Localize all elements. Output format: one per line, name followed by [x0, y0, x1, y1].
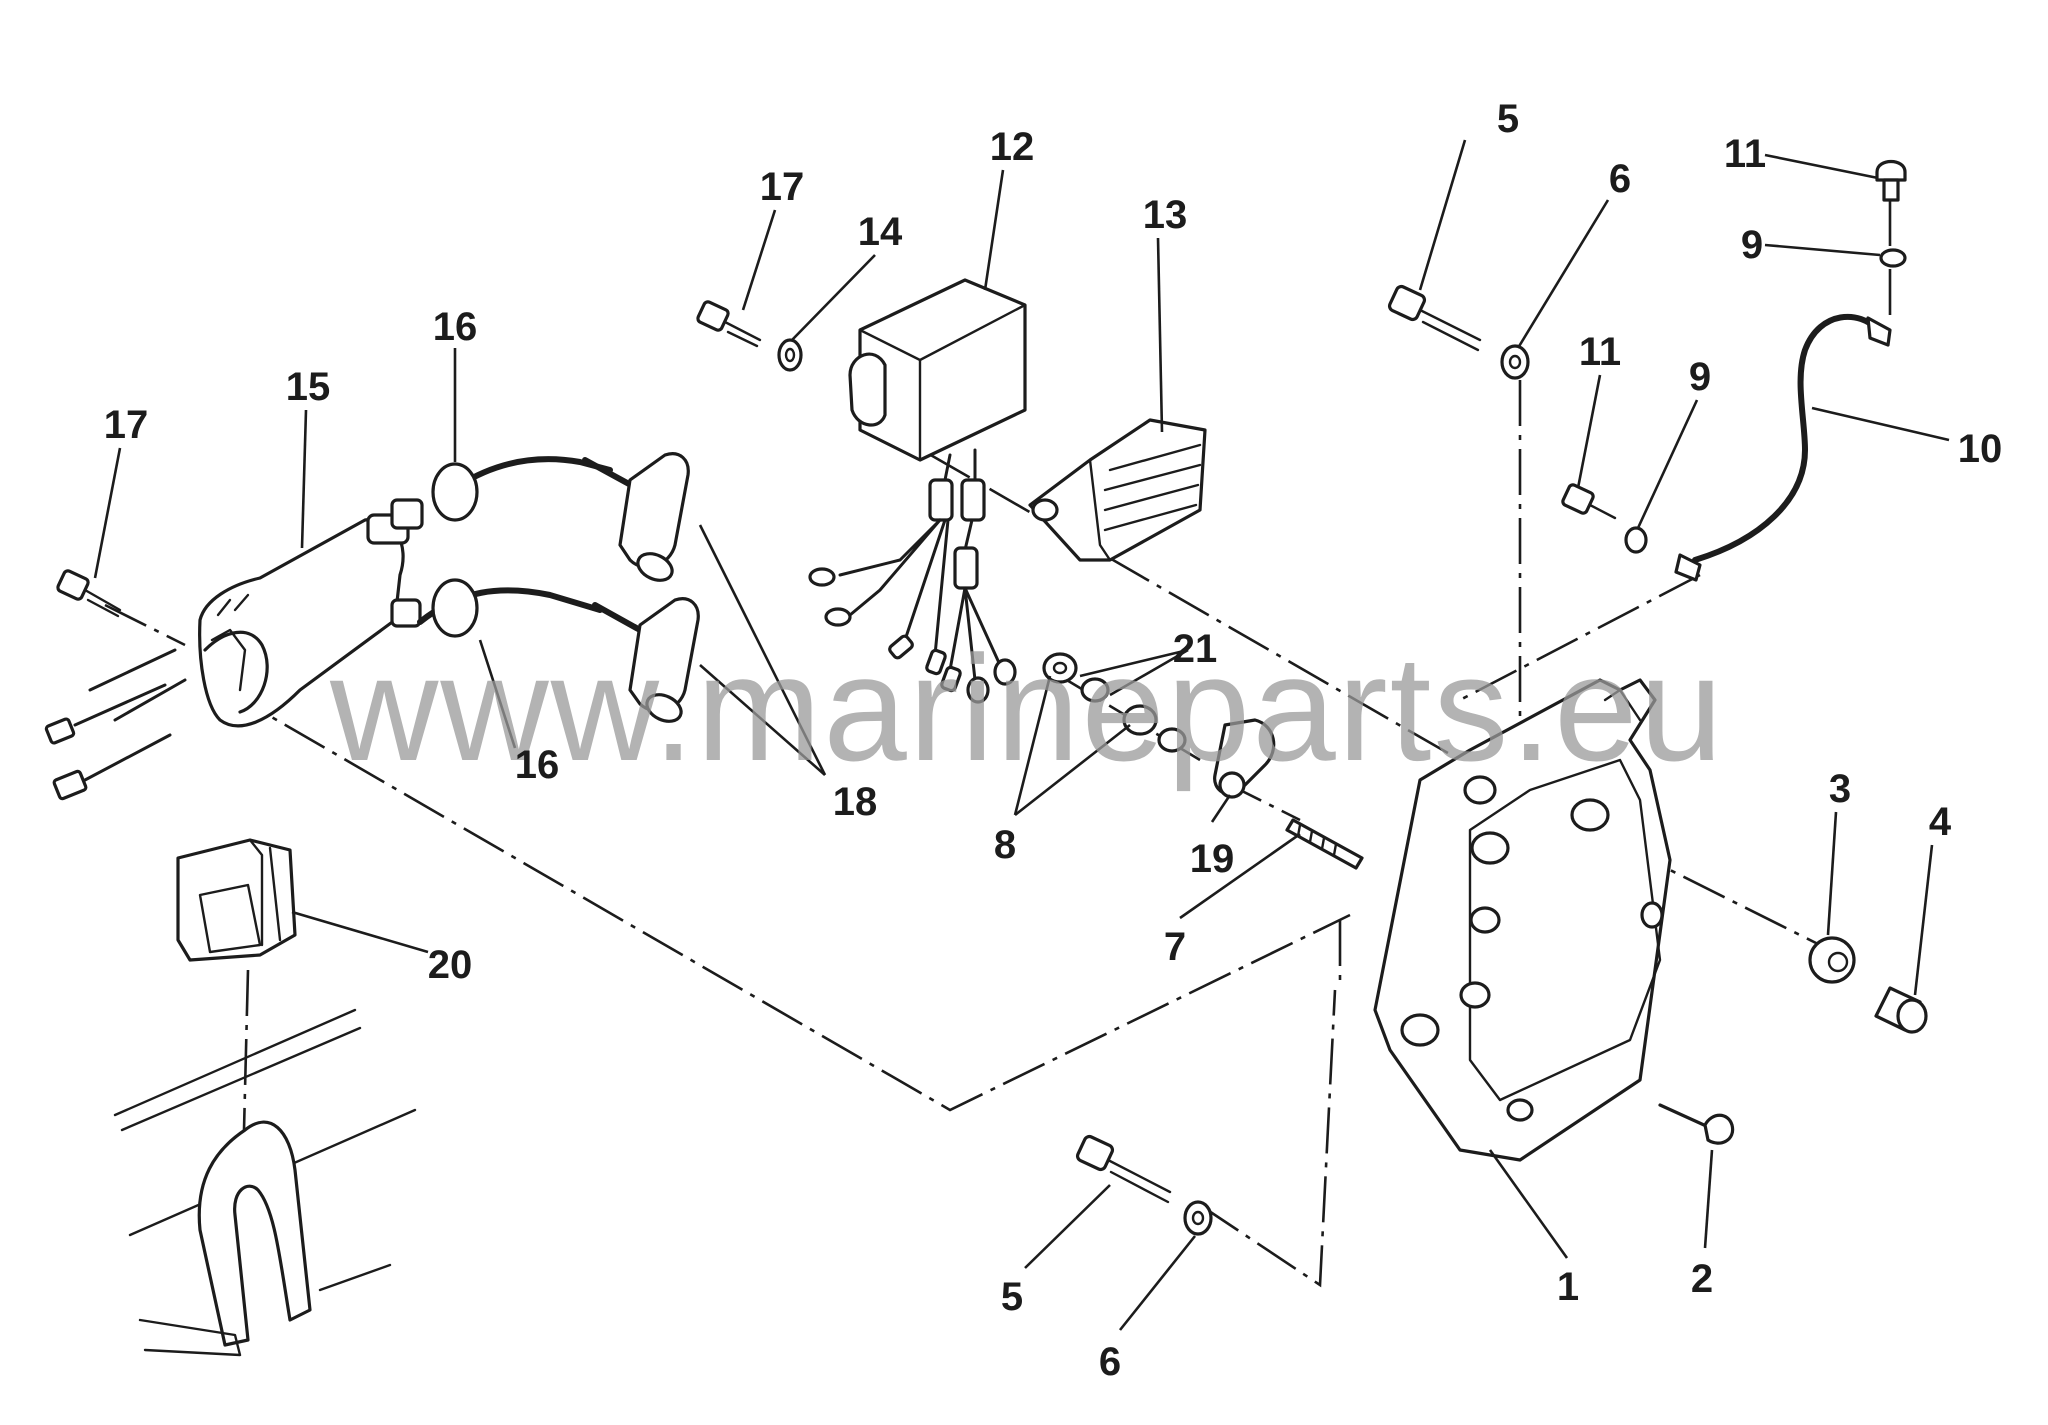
ignition-coil — [198, 498, 424, 728]
label-8: 8 — [994, 823, 1016, 867]
label-6-lower: 6 — [1099, 1340, 1121, 1384]
fasteners-8-21 — [1042, 652, 1187, 753]
label-17-upper: 17 — [760, 165, 805, 209]
bolt-5-upper — [1387, 284, 1482, 352]
label-15: 15 — [286, 365, 331, 409]
screw-11-upper — [1875, 159, 1907, 202]
label-1: 1 — [1557, 1265, 1579, 1309]
label-20: 20 — [428, 943, 473, 987]
label-17-left: 17 — [104, 403, 149, 447]
washer-9-upper — [1879, 248, 1907, 268]
watermark: www.marineparts.eu — [329, 624, 1725, 792]
assembly-phantom-lines — [104, 200, 1892, 1288]
leader-lines — [93, 139, 1950, 1331]
washer-14 — [777, 338, 803, 372]
label-11-mid: 11 — [1579, 330, 1621, 374]
label-5-upper: 5 — [1497, 97, 1519, 141]
spark-plug-leads — [417, 452, 700, 723]
label-7: 7 — [1164, 925, 1186, 969]
bushing-4 — [1874, 986, 1928, 1034]
bolt-5-lower — [1075, 1134, 1172, 1204]
washer-6-upper — [1500, 344, 1530, 380]
label-3: 3 — [1829, 767, 1851, 811]
label-21: 21 — [1173, 627, 1218, 671]
label-13: 13 — [1143, 193, 1188, 237]
label-10: 10 — [1958, 427, 2003, 471]
bolt-17-upper — [696, 300, 762, 348]
label-4: 4 — [1929, 800, 1952, 844]
label-19: 19 — [1190, 837, 1235, 881]
washer-6-lower — [1183, 1200, 1213, 1236]
coil-terminal-wires — [44, 648, 187, 801]
bracket-19 — [1213, 718, 1276, 799]
screw-11-mid — [1561, 483, 1617, 520]
label-2: 2 — [1691, 1257, 1713, 1301]
stud-7 — [1285, 818, 1364, 870]
label-9-upper: 9 — [1741, 223, 1763, 267]
grommet-3 — [1808, 936, 1856, 984]
clip-20 — [176, 838, 297, 962]
label-16-lower: 16 — [515, 743, 560, 787]
label-18: 18 — [833, 780, 878, 824]
bolt-17-left — [56, 569, 122, 618]
label-6-upper: 6 — [1609, 157, 1631, 201]
switch-box-12 — [808, 278, 1027, 704]
label-12: 12 — [990, 125, 1035, 169]
label-14: 14 — [858, 210, 903, 254]
part-labels: 17 15 16 16 18 17 14 12 13 21 8 19 7 5 6… — [104, 97, 2003, 1384]
screw-2 — [1658, 1103, 1735, 1145]
washer-9-mid — [1624, 526, 1648, 554]
ground-strap-10 — [1674, 314, 1892, 582]
label-11-upper: 11 — [1724, 132, 1766, 176]
label-16-upper: 16 — [433, 305, 478, 349]
engine-bracket — [113, 1008, 417, 1357]
rectifier-13 — [1028, 418, 1207, 562]
mounting-plate-1 — [1373, 678, 1672, 1162]
label-5-lower: 5 — [1001, 1275, 1023, 1319]
label-9-mid: 9 — [1689, 355, 1711, 399]
